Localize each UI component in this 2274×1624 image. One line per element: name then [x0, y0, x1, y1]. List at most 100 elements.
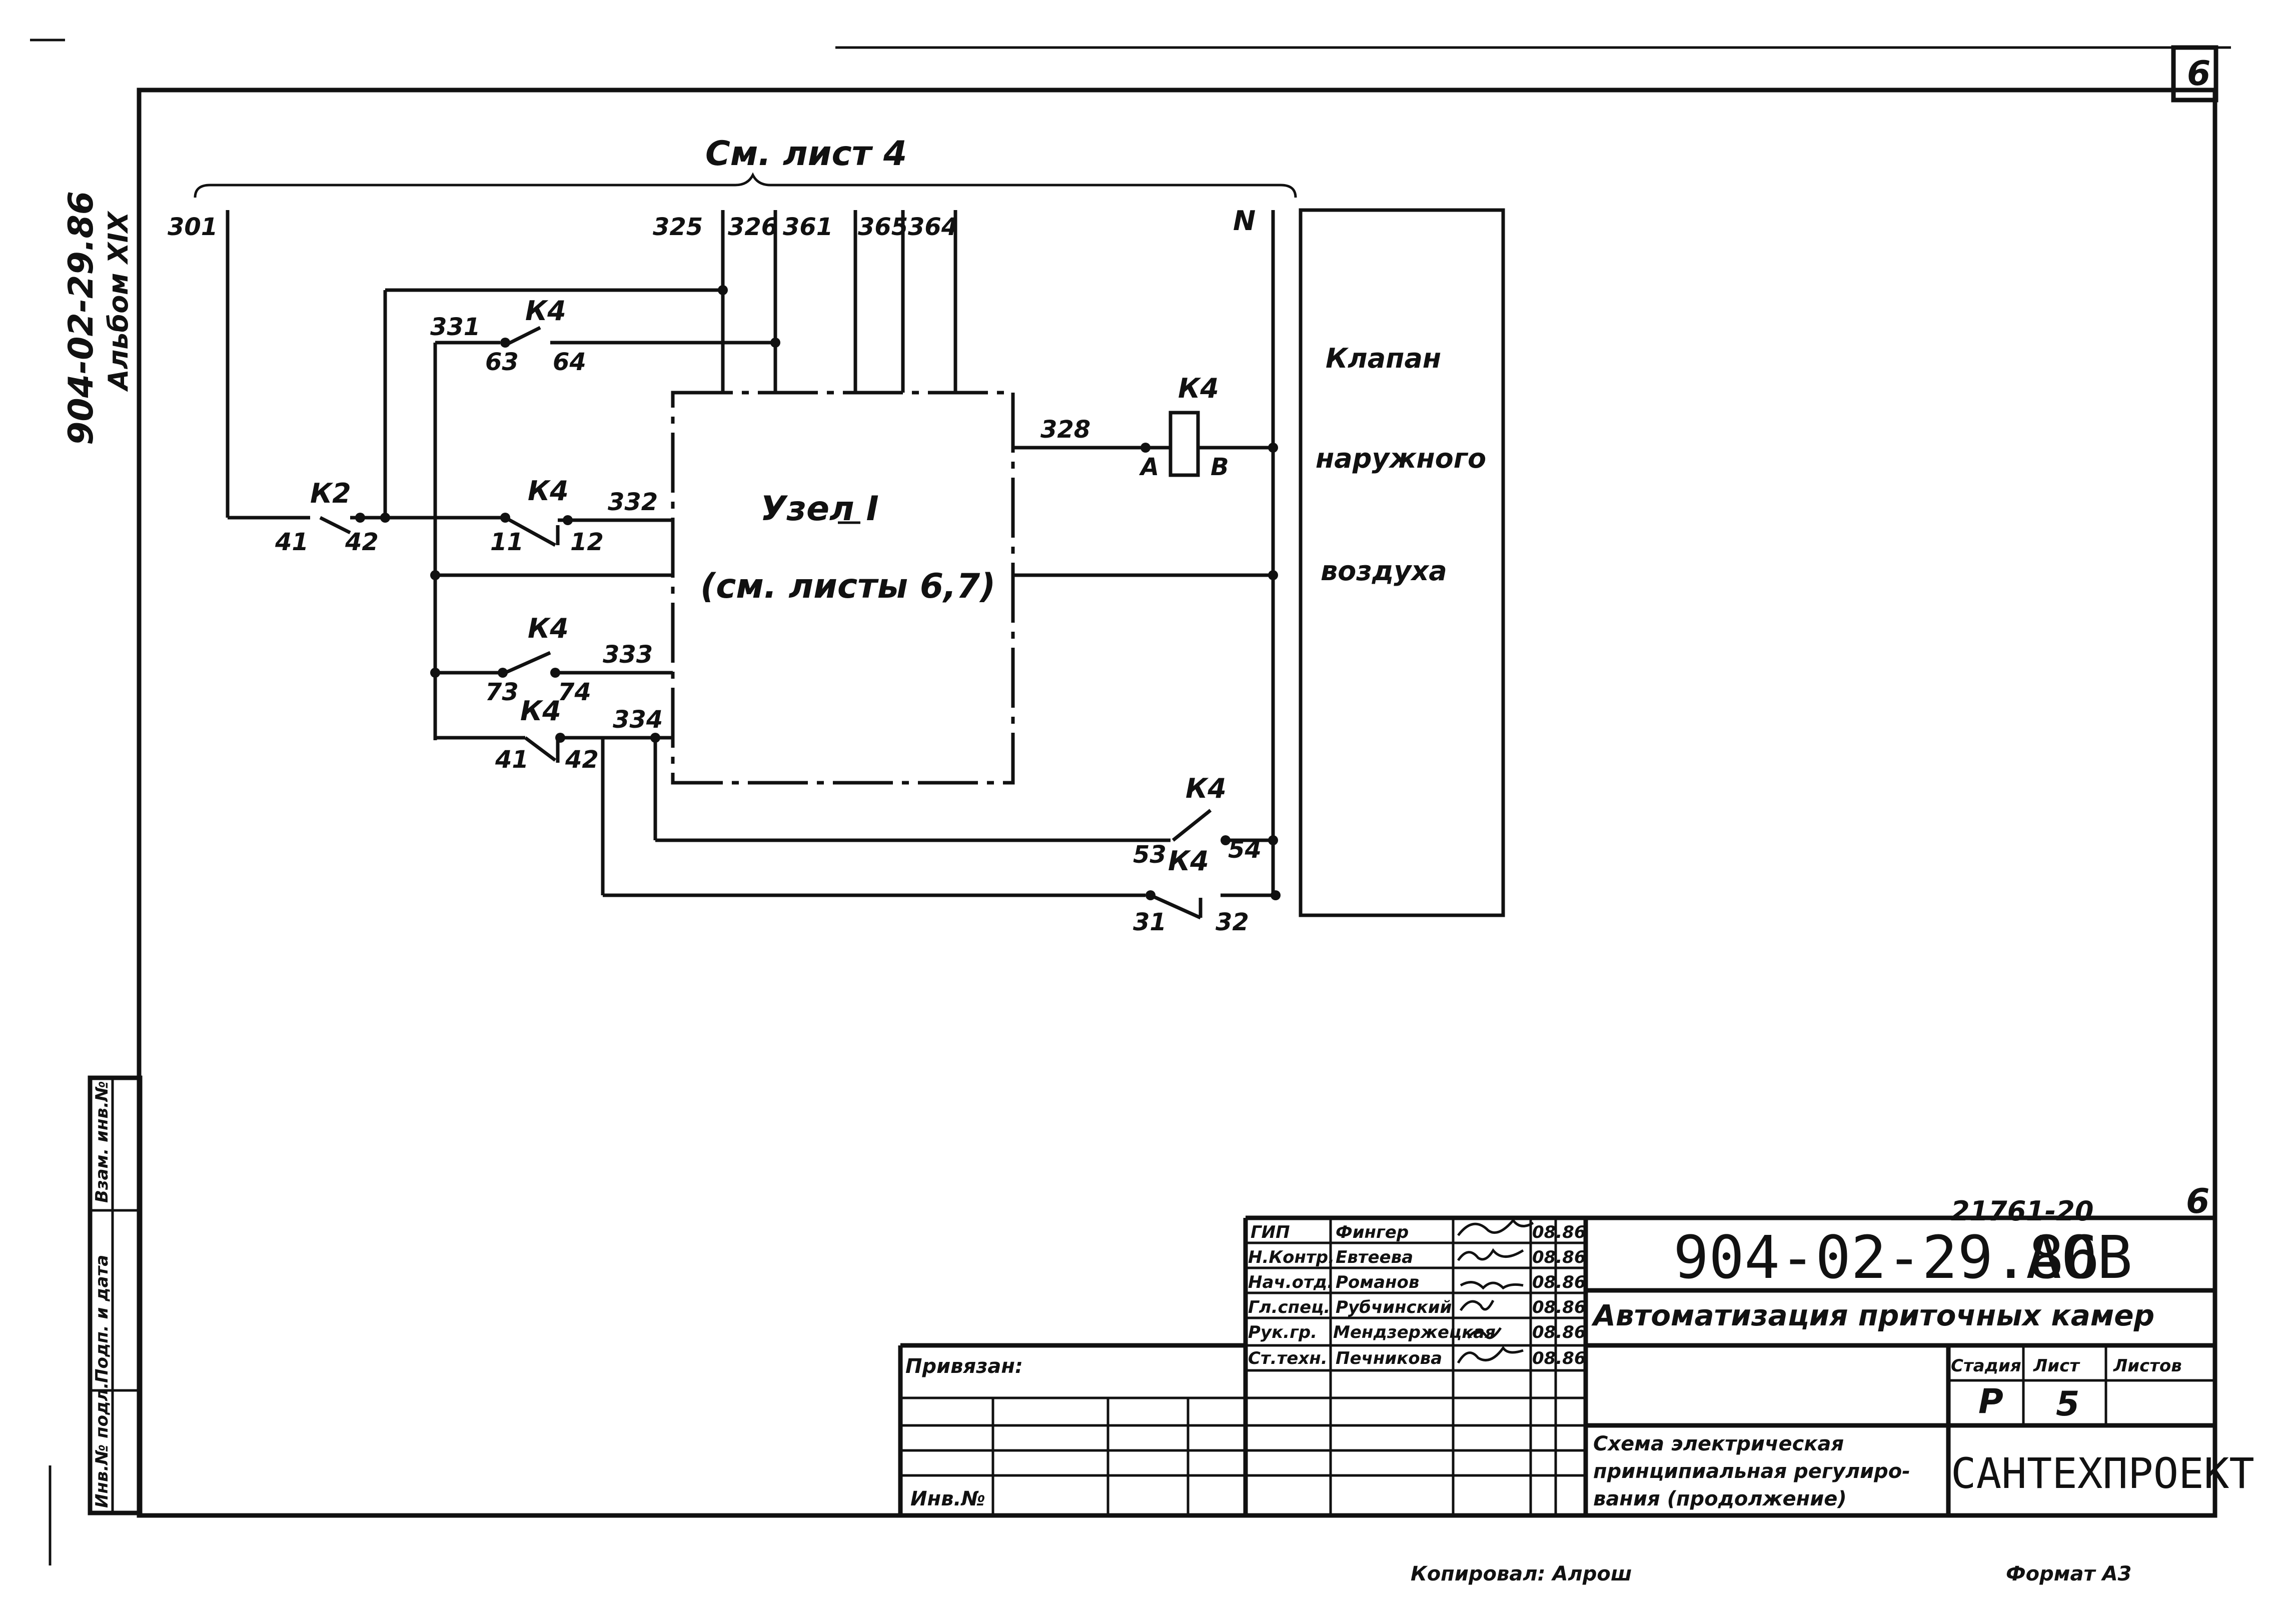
inv-label: Инв.№ [910, 1487, 985, 1510]
organization: САНТЕХПРОЕКТ [1951, 1449, 2254, 1498]
reference-brace: См. лист 4 [194, 134, 1297, 198]
coil-label: К4 [1178, 373, 1219, 404]
contact-74: 74 [558, 678, 591, 706]
terminal-n: N [1233, 205, 1256, 237]
binding-label: Привязан: [905, 1355, 1023, 1378]
valve-line-3: воздуха [1321, 555, 1447, 587]
contact-11: 11 [490, 528, 524, 556]
title-page-number: 6 [2186, 1182, 2209, 1221]
contact-labels: К2 41 42 К4 63 64 К4 11 12 К4 73 74 К4 4… [275, 295, 1262, 936]
coil-terminal-b: В [1211, 453, 1229, 481]
coil-terminal-a: А [1139, 453, 1159, 481]
valve-block: Клапан наружного воздуха [1299, 208, 1505, 917]
inventory-number: 21761-20 [1951, 1195, 2093, 1227]
node-block-subtitle: (см. листы 6,7) [700, 567, 995, 606]
terminal-325: 325 [653, 213, 703, 241]
terminal-301: 301 [168, 213, 218, 241]
stage-label: Стадия [1951, 1356, 2021, 1376]
footer-format: Формат А3 [2006, 1562, 2131, 1585]
album-volume: Альбом XIX [103, 211, 134, 392]
contact-k4-c: К4 [528, 613, 569, 644]
terminal-365: 365 [858, 213, 908, 241]
date-glspec: 08.86 [1532, 1297, 1586, 1317]
role-nachotd: Нач.отд. [1248, 1272, 1334, 1292]
terminal-361: 361 [783, 213, 833, 241]
drawing-frame [30, 39, 2231, 1565]
side-stamp-cell-1: Взам. инв.№ [92, 1081, 112, 1203]
name-gip: Фингер [1336, 1222, 1409, 1242]
terminal-332: 332 [608, 488, 658, 516]
contact-64: 64 [553, 348, 586, 376]
contact-41b: 41 [495, 746, 529, 774]
name-nachotd: Романов [1336, 1272, 1419, 1292]
contact-31: 31 [1133, 908, 1167, 936]
name-glspec: Рубчинский [1336, 1297, 1452, 1317]
reference-text: См. лист 4 [705, 134, 907, 174]
project-title: Автоматизация приточных камер [1591, 1298, 2154, 1332]
contact-12: 12 [570, 528, 604, 556]
footer: Копировал: Алрош Формат А3 [1411, 1562, 2131, 1585]
footer-copied: Копировал: Алрош [1411, 1562, 1632, 1585]
album-code-rotated: 904-02-29.86 Альбом XIX [62, 191, 134, 445]
contact-42b: 42 [565, 746, 599, 774]
album-code: 904-02-29.86 [62, 191, 101, 445]
contact-53: 53 [1133, 841, 1167, 869]
role-glspec: Гл.спец. [1248, 1297, 1330, 1317]
contact-k4-a: К4 [525, 295, 566, 327]
sheet-title-1: Схема электрическая [1593, 1432, 1844, 1455]
contact-k2: К2 [310, 478, 351, 509]
sheet-title-3: вания (продолжение) [1593, 1487, 1847, 1510]
name-nkontr: Евтеева [1336, 1247, 1413, 1267]
sheets-label: Листов [2113, 1356, 2182, 1376]
page-number-box: 6 [2171, 45, 2218, 103]
contact-73: 73 [485, 678, 519, 706]
terminal-331: 331 [430, 313, 480, 341]
terminal-labels: 301 325 326 361 365 364 N 331 332 333 33… [168, 205, 1256, 734]
wiring [226, 210, 1276, 920]
signatures [1457, 1218, 1534, 1364]
terminal-328: 328 [1040, 416, 1090, 444]
document-suffix: АОВ [2026, 1223, 2132, 1292]
coil-k4: К4 А В [1139, 373, 1229, 481]
node-block-title: Узел I [760, 489, 879, 529]
date-nachotd: 08.86 [1532, 1272, 1586, 1292]
contact-63: 63 [485, 348, 519, 376]
role-nkontr: Н.Контр. [1248, 1247, 1335, 1267]
contact-54: 54 [1228, 836, 1262, 864]
sheet-title-2: принципиальная регулиро- [1593, 1460, 1910, 1483]
junction-dots [355, 285, 1281, 900]
role-rukgr: Рук.гр. [1248, 1322, 1317, 1342]
terminal-326: 326 [728, 213, 778, 241]
stage-value: Р [1978, 1382, 2003, 1421]
title-block: 21761-20 6 [898, 1182, 2254, 1515]
role-sttehn: Ст.техн. [1248, 1348, 1328, 1368]
sheet-label: Лист [2033, 1356, 2080, 1376]
contact-k2-41: 41 [275, 528, 309, 556]
date-nkontr: 08.86 [1532, 1247, 1586, 1267]
date-rukgr: 08.86 [1532, 1322, 1586, 1342]
page-number: 6 [2187, 54, 2210, 94]
valve-line-2: наружного [1316, 443, 1486, 474]
sheet-value: 5 [2056, 1384, 2079, 1424]
contact-k2-42: 42 [345, 528, 379, 556]
date-sttehn: 08.86 [1532, 1348, 1586, 1368]
contact-k4-d: К4 [520, 695, 561, 727]
side-stamp-cell-3: Инв.№ подл. [92, 1382, 112, 1508]
document-code: 904-02-29.86 [1673, 1223, 2100, 1292]
terminal-334: 334 [613, 706, 663, 734]
valve-line-1: Клапан [1326, 343, 1441, 374]
side-stamp-cell-2: Подп. и дата [92, 1255, 112, 1383]
name-sttehn: Печникова [1336, 1348, 1442, 1368]
contact-32: 32 [1216, 908, 1249, 936]
node-block: Узел I (см. листы 6,7) [671, 391, 1015, 785]
terminal-364: 364 [908, 213, 958, 241]
terminal-333: 333 [603, 641, 653, 669]
contact-k4-b: К4 [528, 475, 569, 507]
contact-k4-f: К4 [1168, 845, 1209, 877]
side-stamp: Взам. инв.№ Подп. и дата Инв.№ подл. [88, 1075, 143, 1515]
date-gip: 08.86 [1532, 1222, 1586, 1242]
role-gip: ГИП [1251, 1222, 1290, 1242]
contact-k4-e: К4 [1186, 773, 1227, 804]
name-rukgr: Мендзержецкая [1333, 1322, 1496, 1342]
